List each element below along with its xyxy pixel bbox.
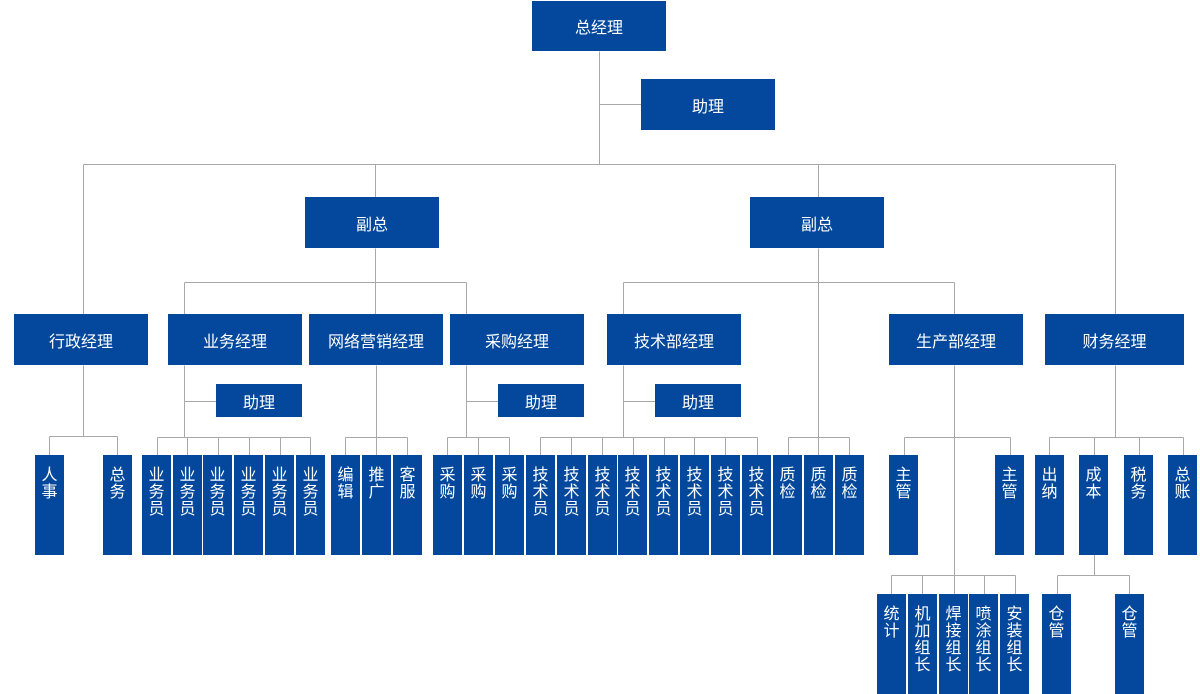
admin-staff-box: 总务 — [103, 455, 132, 555]
manager-box-production: 生产部经理 — [889, 314, 1023, 365]
marketing-staff-box: 客服 — [393, 455, 422, 555]
tech-staff-box: 技术员 — [680, 455, 709, 555]
tech-staff-box: 技术员 — [526, 455, 555, 555]
marketing-staff-box: 编辑 — [331, 455, 360, 555]
assistant-box-tech: 助理 — [655, 384, 741, 417]
marketing-staff-box: 推广 — [362, 455, 391, 555]
tech-staff-box: 技术员 — [649, 455, 678, 555]
tech-staff-box: 技术员 — [618, 455, 647, 555]
manager-box-sales: 业务经理 — [168, 314, 302, 365]
manager-box-admin: 行政经理 — [14, 314, 148, 365]
sales-staff-box: 业务员 — [265, 455, 294, 555]
warehouse-staff-box: 仓管 — [1042, 594, 1071, 694]
purchasing-staff-box: 采购 — [433, 455, 462, 555]
tech-staff-box: 技术员 — [711, 455, 740, 555]
production-lead-box: 安装组长 — [1000, 594, 1029, 694]
ceo-box: 总经理 — [532, 1, 666, 51]
warehouse-staff-box: 仓管 — [1115, 594, 1144, 694]
manager-box-finance: 财务经理 — [1045, 314, 1184, 365]
production-lead-box: 喷涂组长 — [969, 594, 998, 694]
manager-box-online-marketing: 网络营销经理 — [309, 314, 443, 365]
manager-box-purchasing: 采购经理 — [450, 314, 584, 365]
production-lead-box: 焊接组长 — [939, 594, 968, 694]
finance-staff-box: 成本 — [1079, 455, 1108, 555]
finance-staff-box: 总账 — [1168, 455, 1197, 555]
tech-staff-box: 技术员 — [742, 455, 771, 555]
tech-staff-box: 技术员 — [588, 455, 617, 555]
vp-box-right: 副总 — [750, 197, 884, 248]
production-lead-box: 机加组长 — [908, 594, 937, 694]
sales-staff-box: 业务员 — [142, 455, 171, 555]
production-supervisor-box: 主管 — [889, 455, 918, 555]
purchasing-staff-box: 采购 — [495, 455, 524, 555]
finance-staff-box: 税务 — [1124, 455, 1153, 555]
assistant-box-sales: 助理 — [216, 384, 302, 417]
purchasing-staff-box: 采购 — [464, 455, 493, 555]
tech-staff-box: 技术员 — [557, 455, 586, 555]
admin-staff-box: 人事 — [35, 455, 64, 555]
sales-staff-box: 业务员 — [203, 455, 232, 555]
production-supervisor-box: 主管 — [995, 455, 1024, 555]
manager-box-tech: 技术部经理 — [607, 314, 741, 365]
qc-staff-box: 质检 — [804, 455, 833, 555]
sales-staff-box: 业务员 — [234, 455, 263, 555]
sales-staff-box: 业务员 — [296, 455, 325, 555]
sales-staff-box: 业务员 — [173, 455, 202, 555]
vp-box-left: 副总 — [305, 197, 439, 248]
production-lead-box: 统计 — [877, 594, 906, 694]
ceo-assistant-box: 助理 — [641, 79, 775, 130]
qc-staff-box: 质检 — [835, 455, 864, 555]
assistant-box-purchasing: 助理 — [498, 384, 584, 417]
finance-staff-box: 出纳 — [1035, 455, 1064, 555]
qc-staff-box: 质检 — [773, 455, 802, 555]
